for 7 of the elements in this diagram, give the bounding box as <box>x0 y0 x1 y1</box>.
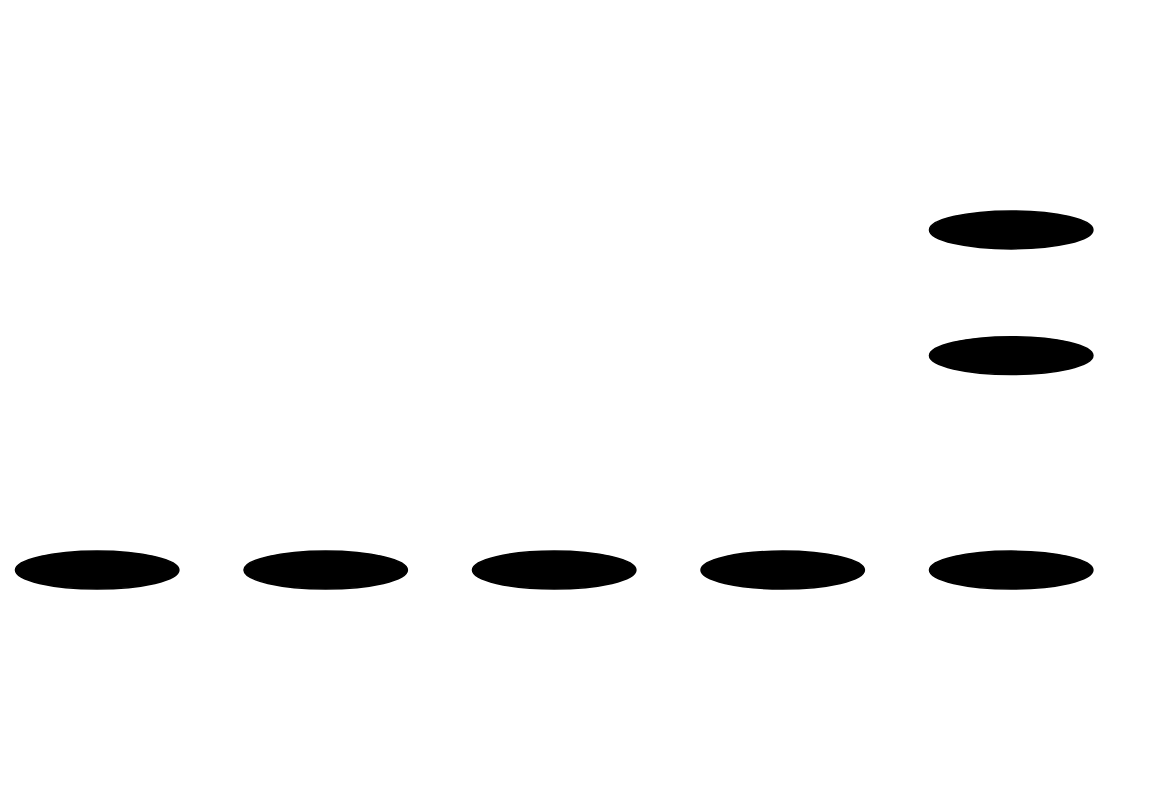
node-ellipse <box>700 549 866 590</box>
node-ellipse <box>243 549 409 590</box>
node-ellipse <box>928 209 1094 250</box>
node-ellipse <box>928 335 1094 375</box>
node-ellipse <box>471 549 637 590</box>
node-ellipse <box>928 549 1094 590</box>
node-ellipse <box>14 549 180 590</box>
